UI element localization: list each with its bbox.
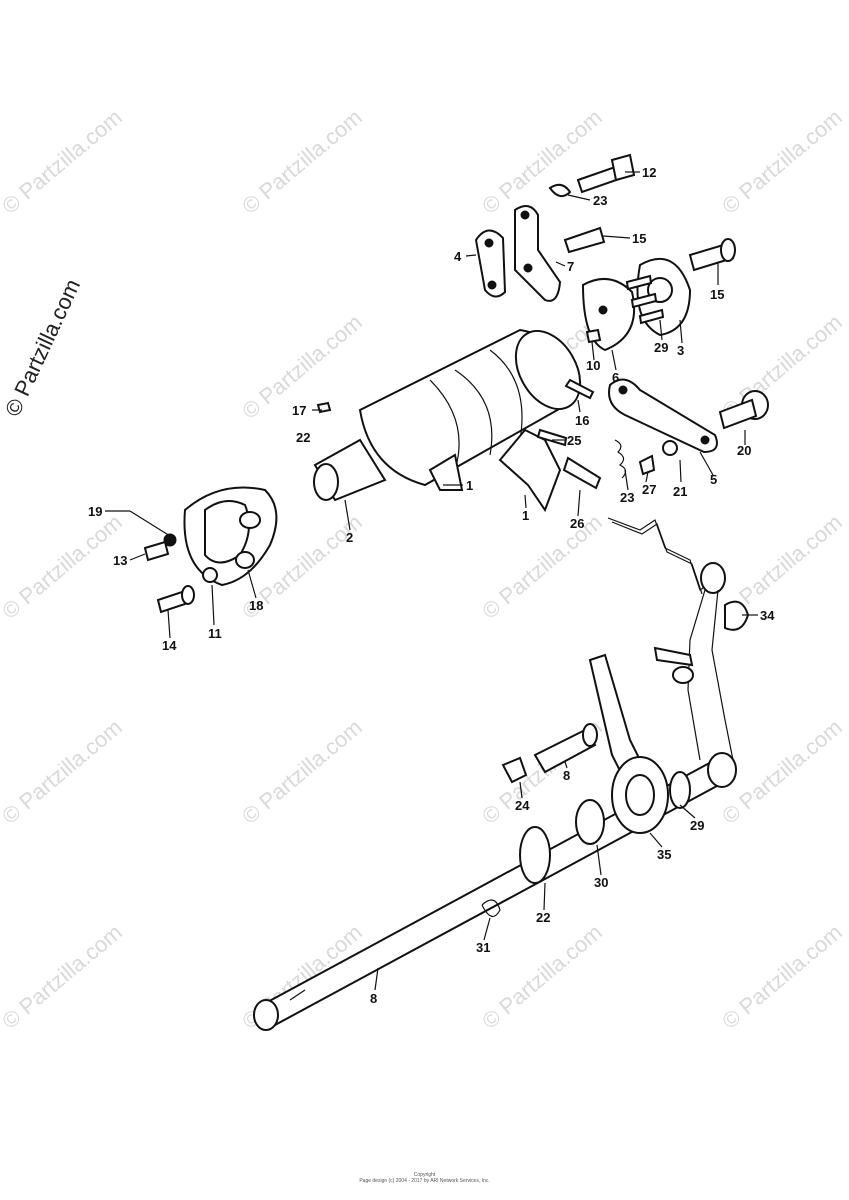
- watermark: © Partzilla.com: [0, 104, 127, 218]
- side-watermark: © Partzilla.com: [0, 275, 85, 420]
- callout-20: 20: [737, 443, 751, 458]
- callout-10: 10: [586, 358, 600, 373]
- callout-18: 18: [249, 598, 263, 613]
- watermark: © Partzilla.com: [0, 919, 127, 1033]
- callout-29: 29: [690, 818, 704, 833]
- watermark: © Partzilla.com: [0, 509, 127, 623]
- watermark: © Partzilla.com: [0, 714, 127, 828]
- callout-13: 13: [113, 553, 127, 568]
- callout-2: 2: [346, 530, 353, 545]
- callout-1: 1: [466, 478, 473, 493]
- callout-4: 4: [454, 249, 462, 264]
- watermark: © Partzilla.com: [477, 509, 607, 623]
- callout-8: 8: [370, 991, 377, 1006]
- watermark: © Partzilla.com: [477, 104, 607, 218]
- callout-3: 3: [677, 343, 684, 358]
- callout-labels: 12 23 15 4 7 15 29 3 10 6 17 22 16 25 20…: [88, 165, 775, 1006]
- callout-30: 30: [594, 875, 608, 890]
- callout-19: 19: [88, 504, 102, 519]
- callout-5: 5: [710, 472, 717, 487]
- callout-1: 1: [522, 508, 529, 523]
- callout-24: 24: [515, 798, 530, 813]
- callout-35: 35: [657, 847, 671, 862]
- callout-21: 21: [673, 484, 687, 499]
- stopper-plates: [474, 153, 736, 344]
- callout-8: 8: [563, 768, 570, 783]
- footer-copyright: Copyright: [413, 1172, 436, 1178]
- callout-25: 25: [567, 433, 581, 448]
- switch-cover: [143, 486, 278, 614]
- drum-pins: [316, 378, 602, 490]
- callout-17: 17: [292, 403, 306, 418]
- footer: Copyright Page design (c) 2004 - 2017 by…: [0, 1172, 849, 1184]
- callout-14: 14: [162, 638, 177, 653]
- callout-34: 34: [760, 608, 775, 623]
- watermark: © Partzilla.com: [237, 104, 367, 218]
- callout-6: 6: [612, 370, 619, 385]
- callout-23: 23: [620, 490, 634, 505]
- callout-22: 22: [296, 430, 310, 445]
- callout-15: 15: [632, 231, 646, 246]
- callout-31: 31: [476, 940, 490, 955]
- watermark: © Partzilla.com: [237, 714, 367, 828]
- leader-lines: [105, 171, 758, 991]
- footer-page-design: Page design (c) 2004 - 2017 by ARI Netwo…: [359, 1178, 490, 1184]
- callout-11: 11: [208, 626, 222, 641]
- stopper-arm: [608, 378, 769, 479]
- watermark: © Partzilla.com: [477, 919, 607, 1033]
- callout-22: 22: [536, 910, 550, 925]
- shift-linkage: [607, 517, 750, 771]
- callout-27: 27: [642, 482, 656, 497]
- callout-12: 12: [642, 165, 656, 180]
- callout-15: 15: [710, 287, 724, 302]
- shift-shaft: [253, 653, 737, 1031]
- watermark: © Partzilla.com: [717, 919, 847, 1033]
- callout-29: 29: [654, 340, 668, 355]
- watermark: © Partzilla.com: [717, 104, 847, 218]
- callout-7: 7: [567, 259, 574, 274]
- callout-26: 26: [570, 516, 584, 531]
- callout-16: 16: [575, 413, 589, 428]
- callout-23: 23: [593, 193, 607, 208]
